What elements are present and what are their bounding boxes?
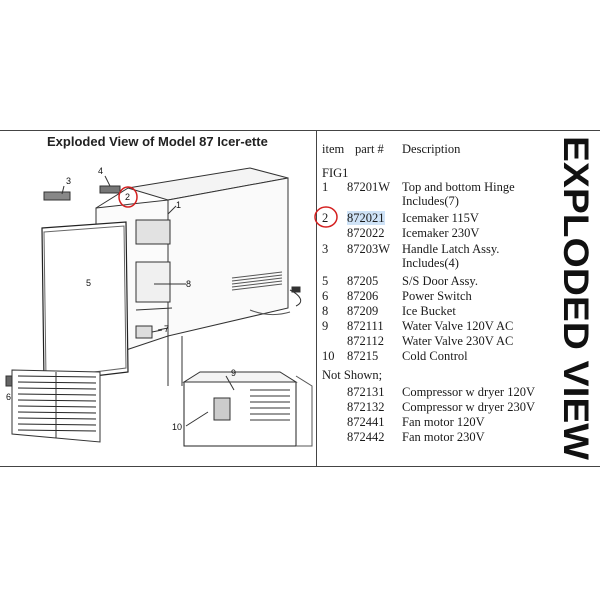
- figure-frame: [0, 130, 600, 467]
- callout-9: 9: [231, 368, 236, 378]
- callout-3: 3: [66, 176, 71, 186]
- callout-7: 7: [164, 324, 169, 334]
- callout-6: 6: [6, 392, 11, 402]
- callout-2: 2: [125, 192, 130, 202]
- exploded-view-drawing: 1 2 3 4 5 6 7 8 9 10: [5, 166, 313, 447]
- not-shown-label: Not Shown;: [322, 368, 383, 382]
- side-title-text: EXPLODED VIEW: [556, 136, 595, 460]
- callout-8: 8: [186, 279, 191, 289]
- callout-5: 5: [86, 278, 91, 288]
- header-description: Description: [402, 142, 461, 156]
- side-title-exploded-view: EXPLODED VIEW: [556, 136, 595, 460]
- diagram-title: Exploded View of Model 87 Icer-ette: [47, 134, 268, 149]
- header-item: item: [322, 142, 345, 156]
- callout-4: 4: [98, 166, 103, 176]
- highlight-circle-callout-2: [118, 186, 138, 208]
- callout-10: 10: [172, 422, 182, 432]
- fig-label: FIG1: [322, 166, 349, 180]
- highlighted-part-number: 872021: [347, 211, 385, 225]
- highlight-circle-item-2: [314, 206, 338, 228]
- callout-1: 1: [176, 200, 181, 210]
- header-part: part #: [355, 142, 384, 156]
- column-divider: [316, 130, 317, 467]
